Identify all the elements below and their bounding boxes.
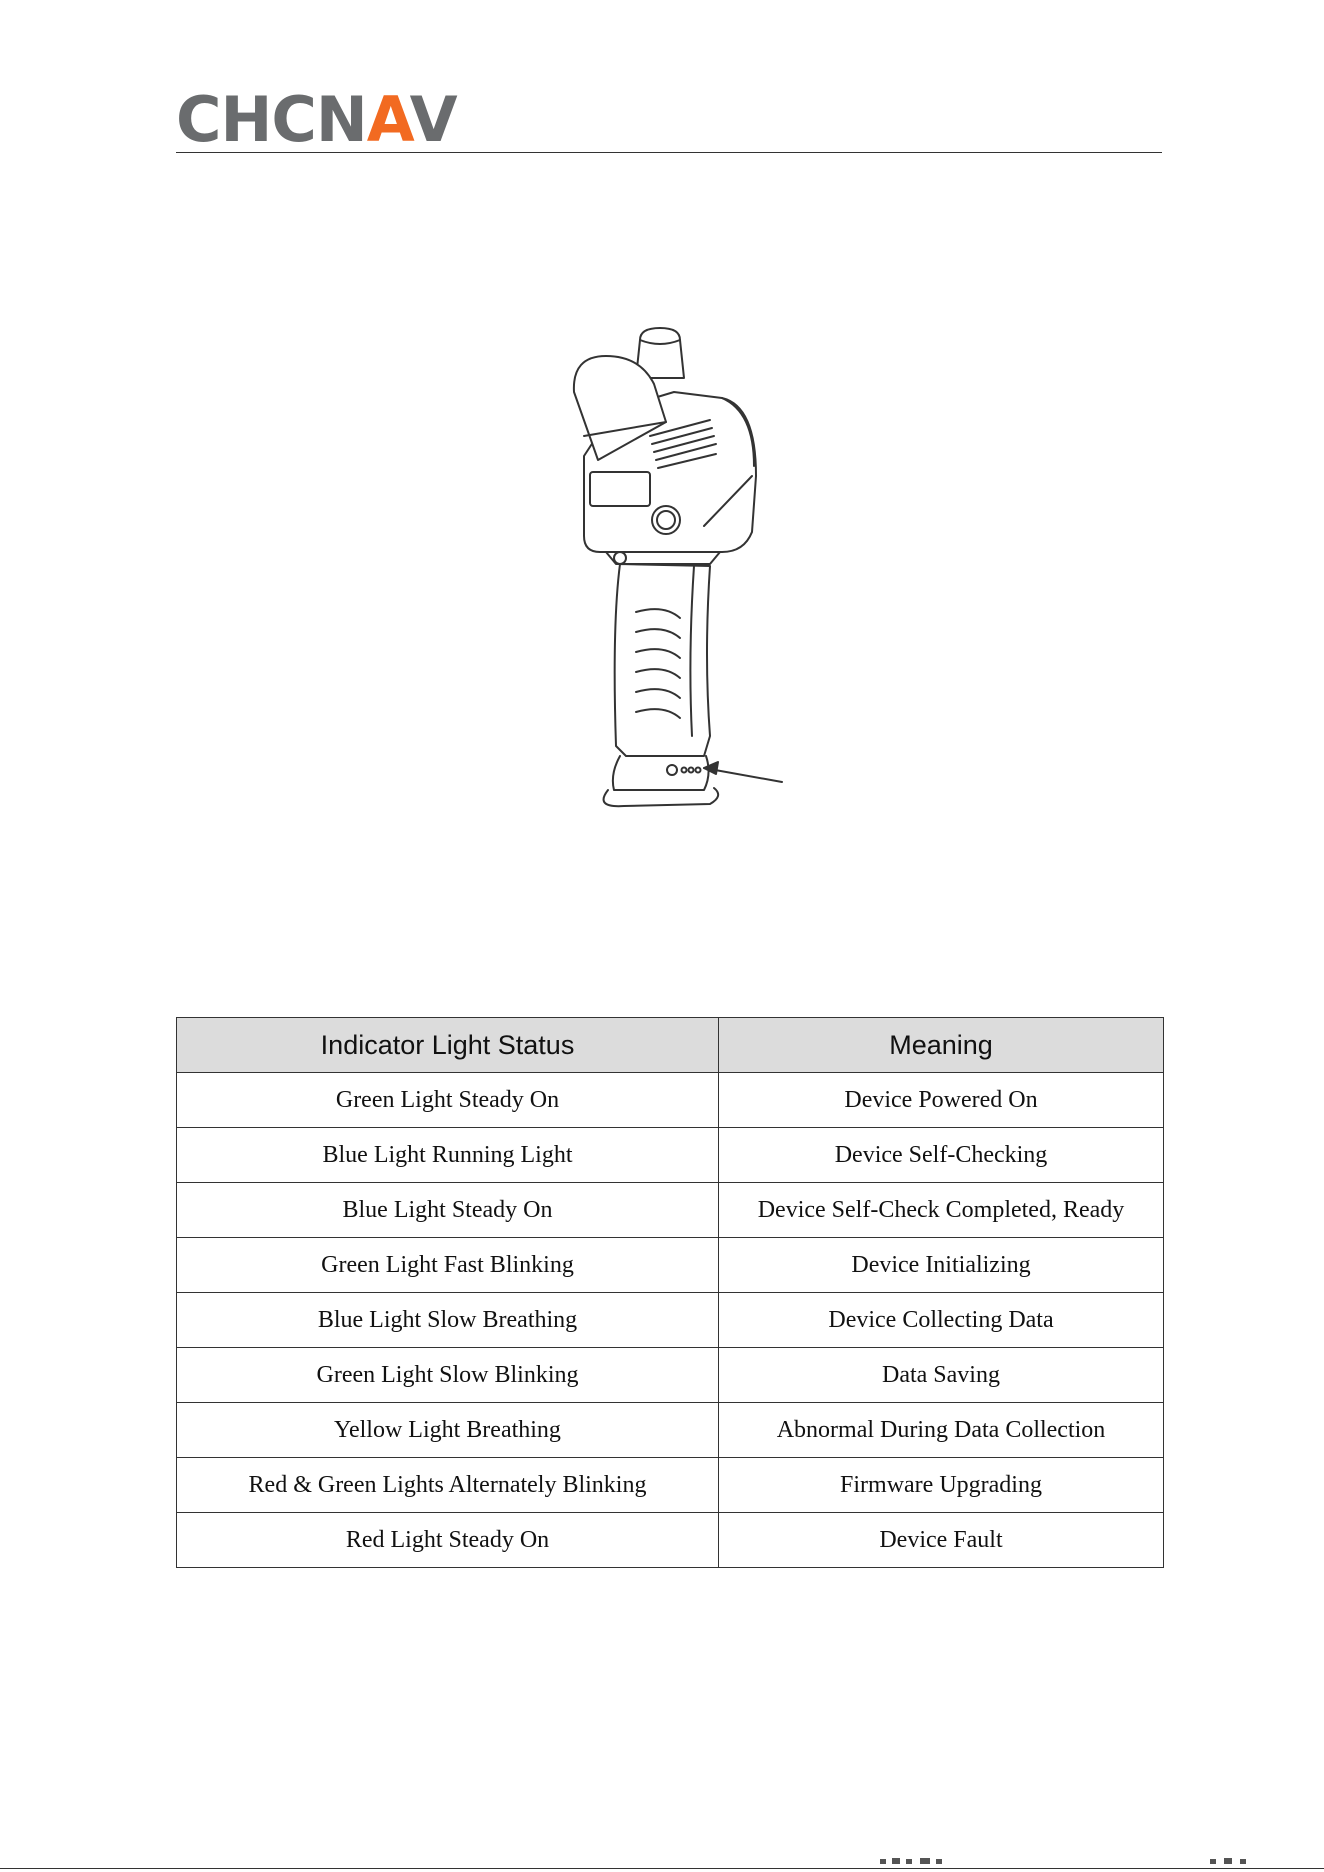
- chcnav-logo: CHCNAV: [176, 84, 458, 156]
- logo-a-pin-icon: A: [366, 83, 411, 156]
- status-cell: Green Light Slow Blinking: [176, 1347, 719, 1403]
- header-divider: [176, 152, 1162, 153]
- status-cell: Blue Light Slow Breathing: [176, 1292, 719, 1348]
- device-illustration: [572, 327, 783, 808]
- status-cell: Green Light Fast Blinking: [176, 1237, 719, 1293]
- meaning-cell: Device Powered On: [718, 1072, 1164, 1128]
- meaning-cell: Abnormal During Data Collection: [718, 1402, 1164, 1458]
- logo-wordmark: CHCNAV: [176, 83, 458, 156]
- meaning-cell: Device Self-Checking: [718, 1127, 1164, 1183]
- meaning-cell: Device Initializing: [718, 1237, 1164, 1293]
- column-header-meaning: Meaning: [718, 1017, 1164, 1073]
- footer-marks: [880, 1858, 1246, 1864]
- table-header-row: Indicator Light Status Meaning: [176, 1017, 1164, 1073]
- footer-divider: [0, 1868, 1324, 1869]
- status-cell: Red Light Steady On: [176, 1512, 719, 1568]
- meaning-cell: Device Fault: [718, 1512, 1164, 1568]
- status-cell: Blue Light Steady On: [176, 1182, 719, 1238]
- status-cell: Blue Light Running Light: [176, 1127, 719, 1183]
- meaning-cell: Device Collecting Data: [718, 1292, 1164, 1348]
- indicator-light-table: Indicator Light Status Meaning Green Lig…: [176, 1017, 1164, 1568]
- status-cell: Red & Green Lights Alternately Blinking: [176, 1457, 719, 1513]
- meaning-cell: Device Self-Check Completed, Ready: [718, 1182, 1164, 1238]
- column-header-status: Indicator Light Status: [176, 1017, 719, 1073]
- status-cell: Green Light Steady On: [176, 1072, 719, 1128]
- status-cell: Yellow Light Breathing: [176, 1402, 719, 1458]
- meaning-cell: Data Saving: [718, 1347, 1164, 1403]
- meaning-cell: Firmware Upgrading: [718, 1457, 1164, 1513]
